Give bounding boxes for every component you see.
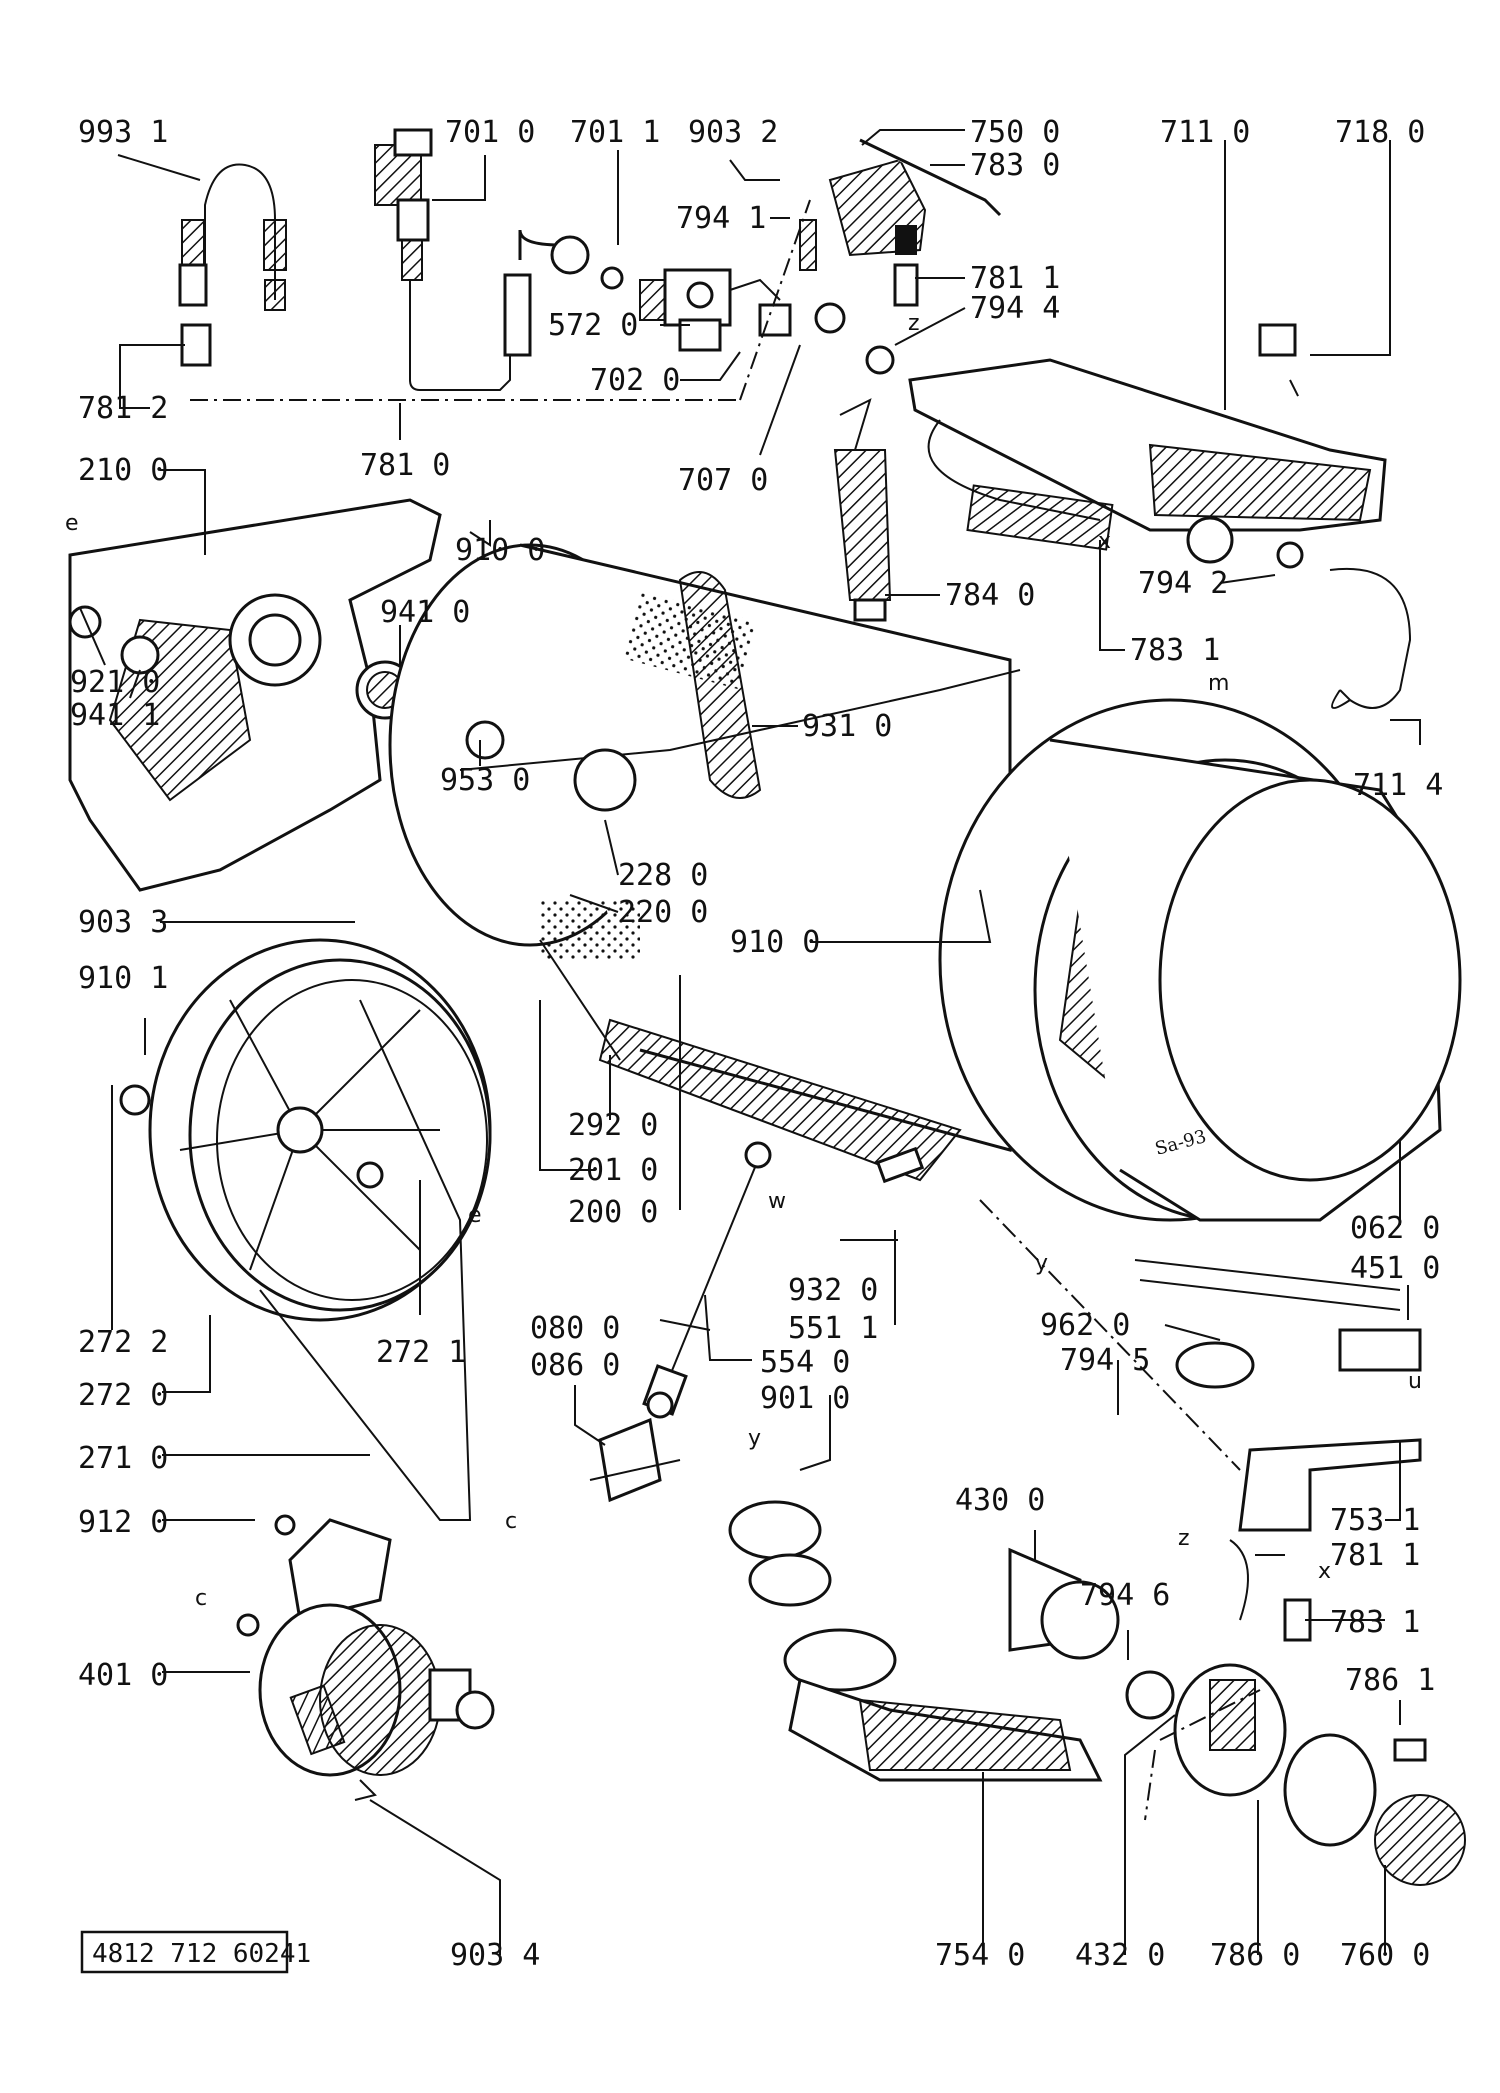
- callout-label: 781 1: [1330, 1538, 1420, 1573]
- connector-letter: c: [505, 1509, 517, 1534]
- connector-letters: e x z m y w e u c y c z x: [65, 311, 1422, 1611]
- drum-tub-part: [388, 543, 1462, 1222]
- callout-label: 912 0: [78, 1505, 168, 1540]
- callout-label: 962 0: [1040, 1308, 1130, 1343]
- callout-label: 753 1: [1330, 1503, 1420, 1538]
- callout-label: 794 1: [676, 201, 766, 236]
- callout-label: 941 1: [70, 698, 160, 733]
- callout-label: 953 0: [440, 763, 530, 798]
- callout-label: 932 0: [788, 1273, 878, 1308]
- callout-label: 750 0: [970, 115, 1060, 150]
- callout-label: 783 1: [1330, 1605, 1420, 1640]
- callout-label: 451 0: [1350, 1251, 1440, 1286]
- callout-label: 786 1: [1345, 1663, 1435, 1698]
- callout-label: 786 0: [1210, 1938, 1300, 1973]
- connector-letter: w: [768, 1189, 786, 1214]
- callout-label: 062 0: [1350, 1211, 1440, 1246]
- connector-letter: y: [748, 1426, 761, 1451]
- water-valve-part: [374, 128, 895, 391]
- connector-letter: y: [1035, 1251, 1048, 1276]
- rear-spider-part: [68, 498, 442, 892]
- callout-label: 272 1: [376, 1335, 466, 1370]
- callout-label: 711 4: [1353, 768, 1443, 803]
- connector-letter: z: [1178, 1526, 1190, 1551]
- callout-label: 551 1: [788, 1311, 878, 1346]
- dispenser-part: [799, 138, 1002, 307]
- callout-label: 921 0: [70, 665, 160, 700]
- leader-lines: [79, 129, 1421, 1955]
- callout-label: 086 0: [530, 1348, 620, 1383]
- connector-letter: e: [65, 511, 79, 536]
- document-code: 4812 712 60241: [92, 1939, 311, 1969]
- callout-label: 794 2: [1138, 566, 1228, 601]
- callout-label: 701 0: [445, 115, 535, 150]
- callout-label: 910 1: [78, 961, 168, 996]
- document-code-box: 4812 712 60241: [80, 1930, 311, 1974]
- callout-label: 220 0: [618, 895, 708, 930]
- callout-label: 781 0: [360, 448, 450, 483]
- callout-label: 432 0: [1075, 1938, 1165, 1973]
- callout-label: 572 0: [548, 308, 638, 343]
- motor-part: [236, 1514, 495, 1801]
- callout-label: 931 0: [802, 709, 892, 744]
- callout-label: 781 1: [970, 261, 1060, 296]
- callout-label: 711 0: [1160, 115, 1250, 150]
- callout-label: 228 0: [618, 858, 708, 893]
- callout-label: 401 0: [78, 1658, 168, 1693]
- callout-label: 783 1: [1130, 633, 1220, 668]
- inlet-bellows-part: [833, 398, 892, 622]
- callout-label: 941 0: [380, 595, 470, 630]
- callout-label: 707 0: [678, 463, 768, 498]
- drive-belt-part: [259, 999, 472, 1521]
- detergent-drawer-part: [908, 323, 1412, 709]
- callout-label: 201 0: [568, 1153, 658, 1188]
- connector-letter: c: [195, 1586, 207, 1611]
- callout-label: 794 5: [1060, 1343, 1150, 1378]
- callout-label: 292 0: [568, 1108, 658, 1143]
- callout-label: 794 6: [1080, 1578, 1170, 1613]
- callout-label: 903 4: [450, 1938, 540, 1973]
- callout-label: 271 0: [78, 1441, 168, 1476]
- connector-letter: m: [1208, 671, 1229, 696]
- connector-letter: x: [1318, 1559, 1331, 1584]
- bracket-part: [589, 1417, 681, 1503]
- callout-label: 910 0: [730, 925, 820, 960]
- connector-letter: e: [468, 1203, 482, 1228]
- callout-label: 760 0: [1340, 1938, 1430, 1973]
- callout-label: 754 0: [935, 1938, 1025, 1973]
- callout-label: 554 0: [760, 1345, 850, 1380]
- callout-label: 701 1: [570, 115, 660, 150]
- callout-label: 781 2: [78, 391, 168, 426]
- pulley-part: [119, 938, 492, 1322]
- connector-letter: x: [1098, 529, 1111, 554]
- callout-label: 903 2: [688, 115, 778, 150]
- callout-label: 784 0: [945, 578, 1035, 613]
- drawing-parts: [68, 128, 1466, 1886]
- callout-labels: 993 1 701 0 701 1 903 2 750 0 711 0 718 …: [70, 115, 1443, 1973]
- heater-part: [1134, 1259, 1422, 1532]
- callout-label: 901 0: [760, 1381, 850, 1416]
- callout-label: 910 0: [455, 533, 545, 568]
- callout-label: 080 0: [530, 1311, 620, 1346]
- callout-label: 210 0: [78, 453, 168, 488]
- callout-label: 794 4: [970, 291, 1060, 326]
- callout-label: 783 0: [970, 148, 1060, 183]
- callout-label: 200 0: [568, 1195, 658, 1230]
- callout-label: 993 1: [78, 115, 168, 150]
- callout-label: 272 2: [78, 1325, 168, 1360]
- callout-label: 702 0: [590, 363, 680, 398]
- callout-label: 272 0: [78, 1378, 168, 1413]
- callout-label: 430 0: [955, 1483, 1045, 1518]
- callout-label: 903 3: [78, 905, 168, 940]
- connector-letter: u: [1408, 1369, 1422, 1394]
- pump-assembly-part: [728, 1500, 1466, 1886]
- inlet-hose-part: [178, 163, 287, 367]
- shock-absorber-part: [642, 1141, 772, 1419]
- connector-letter: z: [908, 311, 920, 336]
- callout-label: 718 0: [1335, 115, 1425, 150]
